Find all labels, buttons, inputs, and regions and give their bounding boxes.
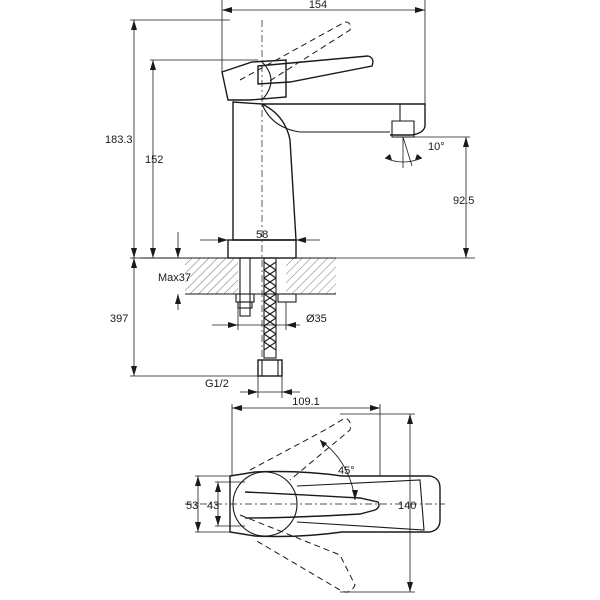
dim-58: 58 (256, 229, 268, 241)
dim-53: 53 (186, 500, 198, 512)
plan-view: 45° 109.1 53 43 140 (185, 396, 445, 593)
dim-10-deg: 10° (428, 141, 445, 153)
dim-45-deg: 45° (338, 465, 355, 477)
plan-lever-rotated (239, 514, 356, 593)
lever-handle-raised (239, 21, 351, 83)
deck-left (185, 258, 238, 294)
dim-max37: Max37 (158, 272, 191, 284)
mounting-stud (239, 257, 251, 317)
plan-lever (244, 491, 380, 519)
dim-397: 397 (110, 313, 128, 325)
side-view: 154 183.3 152 92.5 10° 58 (105, 0, 475, 398)
spout-inner-curve (261, 103, 390, 133)
plan-base (229, 470, 441, 538)
spout (262, 103, 426, 136)
dim-43: 43 (207, 500, 219, 512)
dim-154: 154 (309, 0, 327, 11)
dim-152: 152 (145, 154, 163, 166)
dim-183-3: 183.3 (105, 134, 133, 146)
braided-hose (263, 257, 277, 359)
lever-handle (257, 55, 374, 85)
dim-g1-2: G1/2 (205, 378, 229, 390)
dim-109-1: 109.1 (292, 396, 320, 408)
dim-dia-35: Ø35 (306, 313, 327, 325)
dim-140: 140 (398, 500, 416, 512)
faucet-body (232, 101, 297, 241)
lever-head (221, 59, 287, 101)
dim-92-5: 92.5 (453, 195, 474, 207)
plan-body (232, 471, 298, 537)
deck-right (286, 258, 336, 294)
thread-connector (257, 359, 283, 377)
